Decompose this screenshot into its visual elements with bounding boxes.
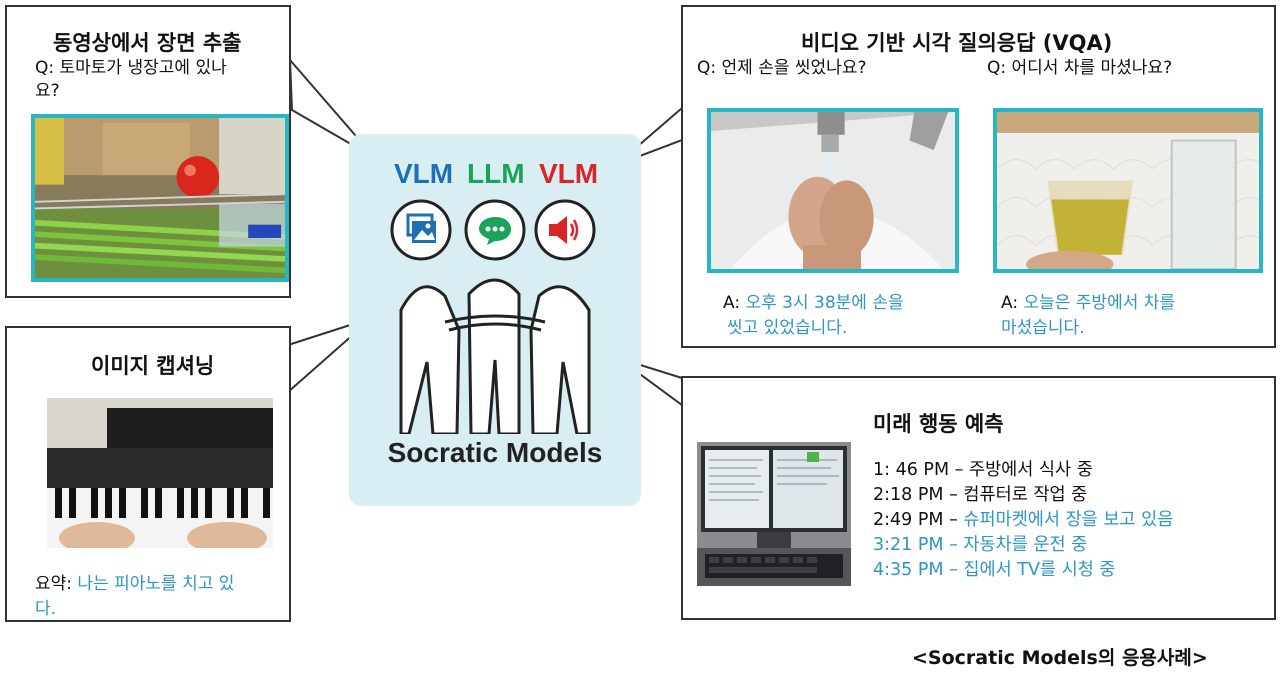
extract-scene-panel: 동영상에서 장면 추출 Q: 토마토가 냉장고에 있나 요? <box>5 5 291 298</box>
piano-keys <box>55 488 270 518</box>
extract-question: Q: 토마토가 냉장고에 있나 요? <box>35 58 227 101</box>
piano-photo <box>47 398 273 548</box>
timeline-item: 2:18 PM – 컴퓨터로 작업 중 <box>873 485 1088 505</box>
extract-panel-title: 동영상에서 장면 추출 <box>53 31 242 55</box>
vqa-answer-2: A: 오늘은 주방에서 차를 마셨습니다. <box>1001 293 1176 338</box>
socratic-models-box: VLM LLM VLM Socratic Models <box>349 134 641 506</box>
chat-bubble-icon <box>479 217 511 245</box>
timeline-item: 1: 46 PM – 주방에서 식사 중 <box>873 460 1093 480</box>
fridge-photo <box>31 114 289 282</box>
timeline-item: 4:35 PM – 집에서 TV를 시청 중 <box>873 560 1116 580</box>
pointer-extract <box>288 57 376 159</box>
speaker-icon <box>549 216 579 244</box>
socratic-models-title: Socratic Models <box>387 437 603 468</box>
caption-summary: 요약: 나는 피아노를 치고 있 다. <box>35 574 235 619</box>
image-caption-panel: 이미지 캡셔닝 요약: 나는 피아노를 치고 있 다. <box>5 326 291 622</box>
vqa-answer-1: A: 오후 3시 38분에 손을 씻고 있었습니다. <box>723 293 904 338</box>
vqa-panel: 비디오 기반 시각 질의응답 (VQA) Q: 언제 손을 씻었나요? Q: 어… <box>681 5 1276 348</box>
timeline-item: 3:21 PM – 자동차를 운전 중 <box>873 535 1088 555</box>
timeline-item: 2:49 PM – 슈퍼마켓에서 장을 보고 있음 <box>873 510 1174 530</box>
tea-photo <box>993 108 1263 273</box>
forecast-panel: 미래 행동 예측 <box>681 376 1276 620</box>
forecast-panel-title: 미래 행동 예측 <box>873 412 1004 436</box>
computer-desk-photo <box>697 442 851 586</box>
forecast-timeline: 1: 46 PM – 주방에서 식사 중 2:18 PM – 컴퓨터로 작업 중… <box>873 458 1173 583</box>
caption-panel-title: 이미지 캡셔닝 <box>91 354 215 378</box>
model-label-vlm-right: VLM <box>539 158 599 189</box>
model-label-vlm-left: VLM <box>394 158 454 189</box>
vqa-panel-title: 비디오 기반 시각 질의응답 (VQA) <box>801 31 1113 55</box>
vqa-question-1: Q: 언제 손을 씻었나요? <box>697 58 867 78</box>
image-icon <box>406 213 436 243</box>
vqa-question-2: Q: 어디서 차를 마셨나요? <box>987 58 1173 78</box>
people-figure <box>390 199 596 434</box>
handwash-photo <box>707 108 959 273</box>
model-label-llm: LLM <box>467 158 525 189</box>
figure-caption: <Socratic Models의 응용사례> <box>912 647 1208 669</box>
